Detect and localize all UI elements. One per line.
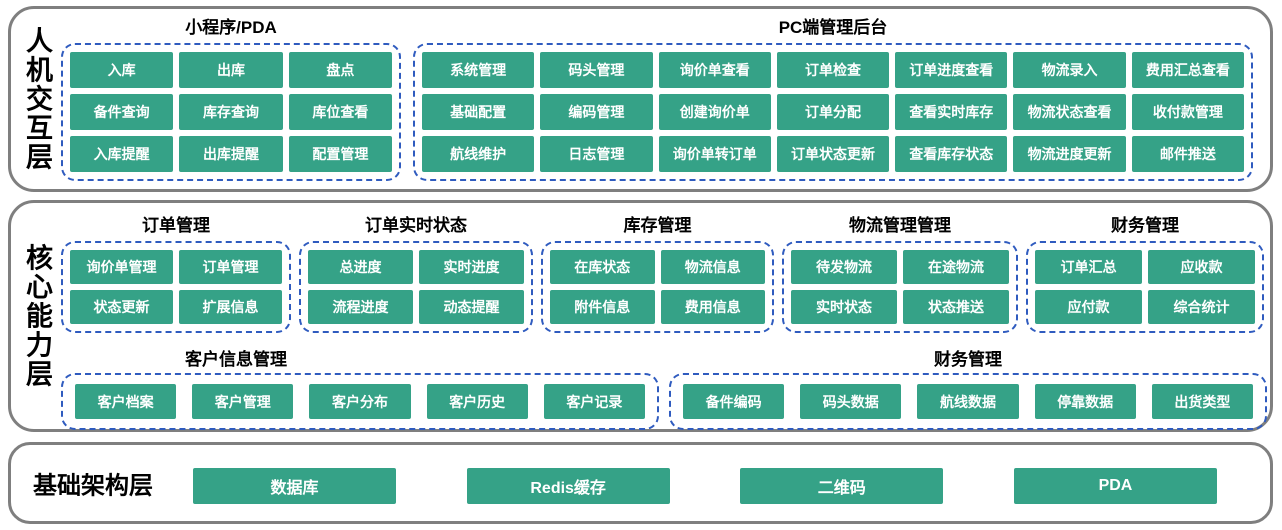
module-block: 订单汇总 bbox=[1035, 250, 1142, 284]
module-block: Redis缓存 bbox=[466, 468, 670, 504]
module-block: 数据库 bbox=[193, 468, 396, 504]
module-block: 应收款 bbox=[1148, 250, 1255, 284]
module-block: 入库提醒 bbox=[70, 136, 174, 172]
module-block: 扩展信息 bbox=[179, 290, 282, 324]
module-block: 订单检查 bbox=[776, 52, 890, 88]
section-title-order-mgmt: 订单管理 bbox=[142, 216, 210, 235]
layer-label-infra: 基础架构层 bbox=[33, 472, 153, 500]
section-title-order-status: 订单实时状态 bbox=[365, 216, 467, 235]
module-block: 询价单转订单 bbox=[658, 136, 771, 172]
module-block: 客户历史 bbox=[426, 384, 528, 419]
hmi-layer-container: 人机交互层 小程序/PDA 入库出库盘点备件查询库存查询库位查看入库提醒出库提醒… bbox=[8, 6, 1273, 192]
module-block: 在库状态 bbox=[550, 250, 655, 284]
module-block: 订单进度查看 bbox=[895, 52, 1008, 88]
module-block: 综合统计 bbox=[1148, 290, 1255, 324]
module-block: 查看库存状态 bbox=[895, 136, 1008, 172]
module-block: 码头管理 bbox=[540, 52, 653, 88]
module-block: 物流录入 bbox=[1013, 52, 1126, 88]
module-block: 收付款管理 bbox=[1131, 94, 1244, 130]
module-block: 编码管理 bbox=[540, 94, 653, 130]
module-block: 费用信息 bbox=[660, 290, 765, 324]
module-block: 费用汇总查看 bbox=[1131, 52, 1244, 88]
module-block: 码头数据 bbox=[800, 384, 902, 419]
module-block: 出库提醒 bbox=[179, 136, 283, 172]
module-block: 航线维护 bbox=[422, 136, 535, 172]
module-block: 状态更新 bbox=[70, 290, 173, 324]
module-block: 日志管理 bbox=[540, 136, 653, 172]
module-group-order-status: 总进度实时进度流程进度动态提醒 bbox=[299, 241, 533, 333]
module-block: 备件查询 bbox=[70, 94, 174, 130]
module-group-base-data: 备件编码码头数据航线数据停靠数据出货类型 bbox=[669, 373, 1267, 430]
module-block: 盘点 bbox=[288, 52, 392, 88]
module-block: 客户分布 bbox=[309, 384, 411, 419]
module-block: 应付款 bbox=[1035, 290, 1142, 324]
module-block: 系统管理 bbox=[422, 52, 535, 88]
module-block: 附件信息 bbox=[550, 290, 655, 324]
layer-label-hmi: 人机交互层 bbox=[22, 26, 52, 172]
module-block: 基础配置 bbox=[422, 94, 535, 130]
module-group-order-mgmt: 询价单管理订单管理状态更新扩展信息 bbox=[61, 241, 291, 333]
section-title-pc-admin: PC端管理后台 bbox=[778, 18, 888, 37]
module-group-mini-program: 入库出库盘点备件查询库存查询库位查看入库提醒出库提醒配置管理 bbox=[61, 43, 401, 181]
core-layer-container: 核心能力层 订单管理 询价单管理订单管理状态更新扩展信息 订单实时状态 总进度实… bbox=[8, 200, 1273, 432]
layer-label-core: 核心能力层 bbox=[22, 243, 52, 389]
module-block: 库存查询 bbox=[179, 94, 283, 130]
module-block: 客户档案 bbox=[75, 384, 177, 419]
module-block: 航线数据 bbox=[917, 384, 1019, 419]
module-block: 客户记录 bbox=[543, 384, 645, 419]
module-group-pc-admin: 系统管理码头管理询价单查看订单检查订单进度查看物流录入费用汇总查看基础配置编码管… bbox=[413, 43, 1253, 181]
module-block: 实时进度 bbox=[419, 250, 524, 284]
module-group-logistics: 待发物流在途物流实时状态状态推送 bbox=[782, 241, 1018, 333]
module-block: 备件编码 bbox=[683, 384, 785, 419]
module-block: 客户管理 bbox=[192, 384, 294, 419]
module-group-infra: 数据库 Redis缓存 二维码 PDA bbox=[193, 468, 1217, 504]
module-block: 订单管理 bbox=[179, 250, 282, 284]
module-block: 二维码 bbox=[740, 468, 944, 504]
section-title-mini-program: 小程序/PDA bbox=[185, 18, 277, 37]
module-block: 出货类型 bbox=[1151, 384, 1253, 419]
module-block: 物流状态查看 bbox=[1013, 94, 1126, 130]
module-group-inventory: 在库状态物流信息附件信息费用信息 bbox=[541, 241, 774, 333]
module-block: 实时状态 bbox=[791, 290, 897, 324]
module-block: 总进度 bbox=[308, 250, 413, 284]
module-block: 邮件推送 bbox=[1131, 136, 1244, 172]
module-block: 在途物流 bbox=[903, 250, 1009, 284]
section-title-base-data: 财务管理 bbox=[934, 350, 1002, 369]
module-block: 待发物流 bbox=[791, 250, 897, 284]
module-block: 出库 bbox=[179, 52, 283, 88]
module-block: 停靠数据 bbox=[1034, 384, 1136, 419]
module-group-finance: 订单汇总应收款应付款综合统计 bbox=[1026, 241, 1264, 333]
infra-layer-container: 基础架构层 数据库 Redis缓存 二维码 PDA bbox=[8, 442, 1273, 524]
module-block: 入库 bbox=[70, 52, 174, 88]
module-block: 订单状态更新 bbox=[776, 136, 890, 172]
module-block: 询价单管理 bbox=[70, 250, 173, 284]
module-block: 库位查看 bbox=[288, 94, 392, 130]
section-title-customer-info: 客户信息管理 bbox=[185, 350, 287, 369]
module-group-customer-info: 客户档案客户管理客户分布客户历史客户记录 bbox=[61, 373, 659, 430]
module-block: 物流进度更新 bbox=[1013, 136, 1126, 172]
module-block: 配置管理 bbox=[288, 136, 392, 172]
module-block: 流程进度 bbox=[308, 290, 413, 324]
module-block: 查看实时库存 bbox=[895, 94, 1008, 130]
module-block: PDA bbox=[1013, 468, 1217, 504]
module-block: 物流信息 bbox=[660, 250, 765, 284]
module-block: 创建询价单 bbox=[658, 94, 771, 130]
module-block: 订单分配 bbox=[776, 94, 890, 130]
module-block: 动态提醒 bbox=[419, 290, 524, 324]
section-title-inventory: 库存管理 bbox=[623, 216, 692, 235]
module-block: 询价单查看 bbox=[658, 52, 771, 88]
module-block: 状态推送 bbox=[903, 290, 1009, 324]
section-title-finance: 财务管理 bbox=[1111, 216, 1179, 235]
section-title-logistics: 物流管理管理 bbox=[849, 216, 951, 235]
